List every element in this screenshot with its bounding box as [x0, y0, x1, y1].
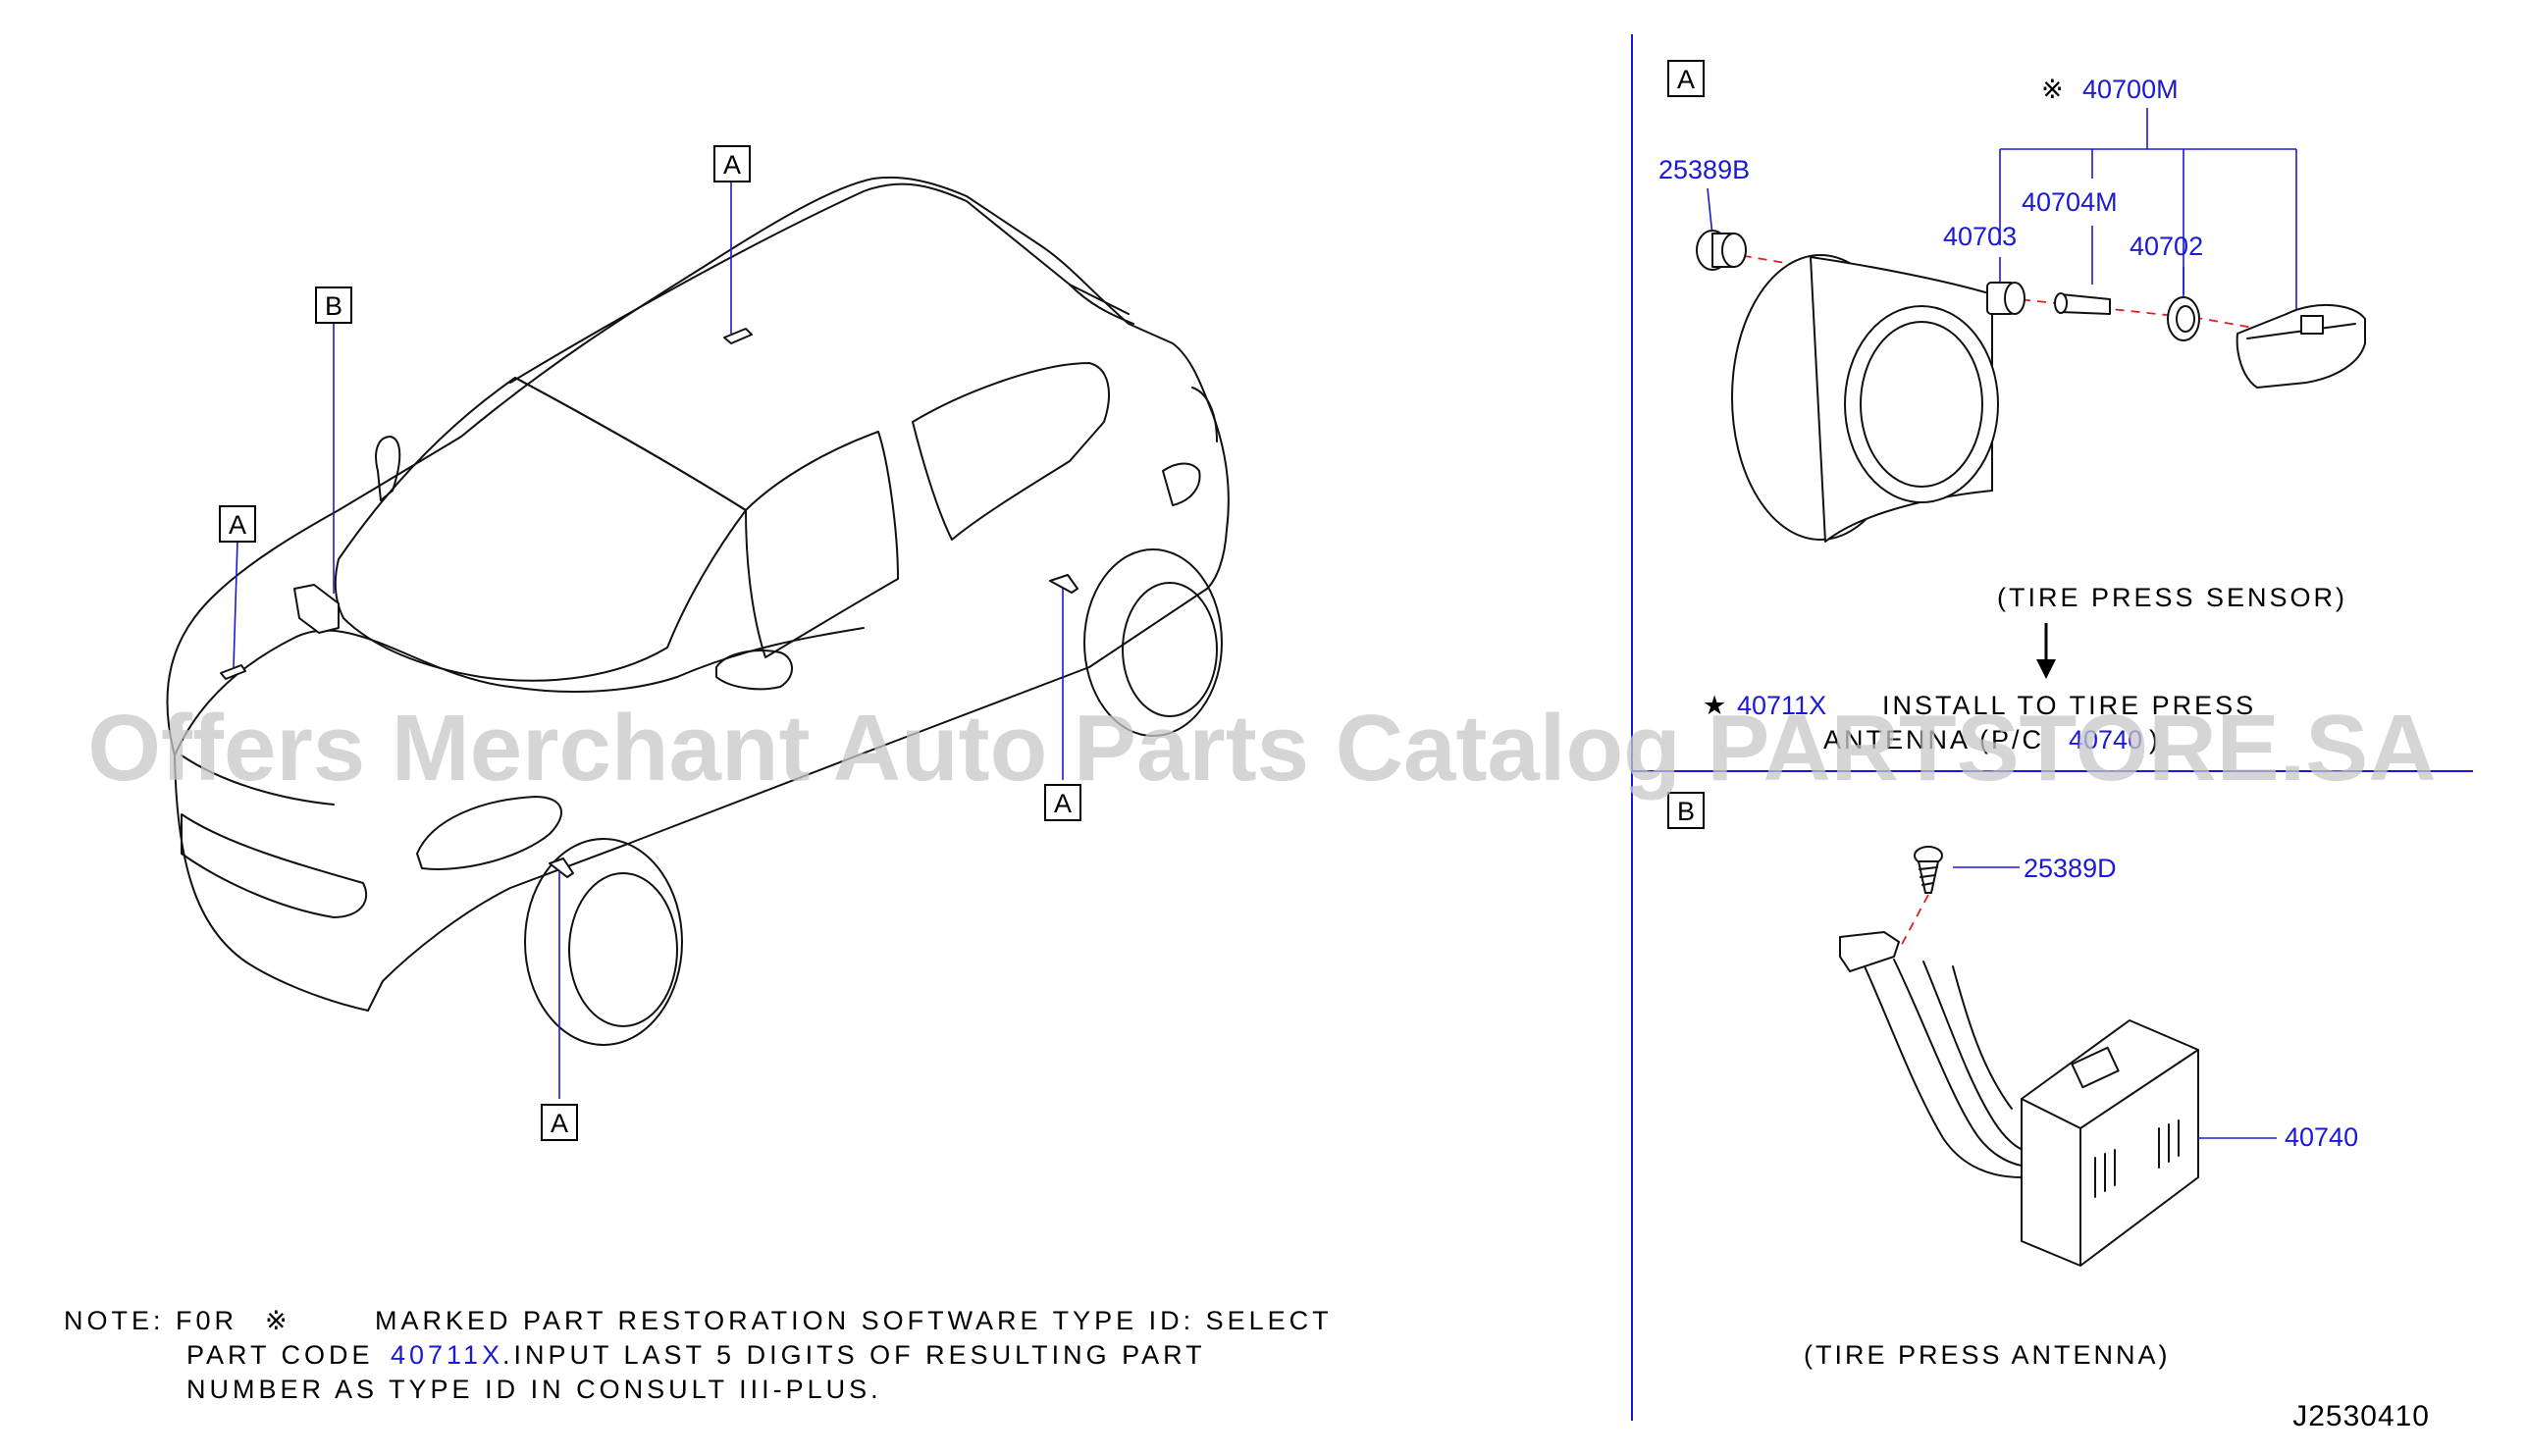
section-b-label: B [1667, 792, 1705, 829]
part-25389b: 25389B [1658, 155, 1750, 184]
car-illustration [166, 176, 1230, 1046]
note-line2-prefix: PART CODE [186, 1340, 374, 1370]
watermark: Offers Merchant Auto Parts Catalog PARTS… [87, 696, 2436, 801]
valve-cap-icon [1696, 230, 1747, 271]
svg-text:B: B [325, 291, 342, 321]
svg-text:A: A [1677, 65, 1695, 94]
sensor-assembly-mark: ※ [2041, 75, 2065, 104]
part-25389d: 25389D [2024, 854, 2117, 883]
install-star-icon: ★ [1703, 691, 1727, 720]
nut-icon [1986, 282, 2025, 315]
callout-box-a-bottom: A [541, 1104, 578, 1141]
wheel-rim [1731, 254, 1999, 543]
callout-box-a-right: A [1044, 784, 1081, 821]
part-40704m: 40704M [2022, 187, 2118, 217]
antenna-module-icon [2021, 1019, 2199, 1267]
screw-axis [1898, 894, 1929, 951]
part-40740: 40740 [2285, 1122, 2358, 1152]
note-part-40711x: 40711X [391, 1340, 503, 1370]
part-40702: 40702 [2130, 232, 2203, 261]
callout-box-a-top: A [713, 145, 751, 182]
note-line1-suffix: MARKED PART RESTORATION SOFTWARE TYPE ID… [375, 1306, 1333, 1335]
callout-box-b: B [315, 286, 352, 324]
antenna-bracket [1839, 931, 2025, 1178]
leader-a-left [233, 540, 238, 668]
svg-text:B: B [1677, 797, 1695, 826]
note-line3: NUMBER AS TYPE ID IN CONSULT III-PLUS. [186, 1375, 882, 1404]
install-text-line2-suffix: ) [2149, 725, 2161, 754]
part-40703: 40703 [1943, 222, 2017, 251]
part-40700m: 40700M [2082, 75, 2179, 104]
svg-text:A: A [551, 1109, 568, 1138]
grommet-icon [2167, 296, 2200, 341]
part-40711x: 40711X [1737, 691, 1826, 720]
screw-icon [1914, 846, 1943, 894]
bracket-40700m [1999, 108, 2297, 334]
install-text-line2-prefix: ANTENNA (P/C [1823, 725, 2044, 754]
leader-25389b [1707, 187, 1713, 236]
caption-tire-press-sensor: (TIRE PRESS SENSOR) [1997, 583, 2347, 612]
svg-text:A: A [1054, 789, 1072, 818]
note-line2-suffix: .INPUT LAST 5 DIGITS OF RESULTING PART [502, 1340, 1206, 1370]
svg-text:A: A [229, 510, 246, 540]
caption-tire-press-antenna: (TIRE PRESS ANTENNA) [1804, 1340, 2171, 1370]
callout-box-a-left: A [219, 505, 256, 543]
section-a-label: A [1667, 60, 1705, 97]
tire-sensor-icon [2236, 303, 2366, 389]
note-mark-icon: ※ [265, 1306, 291, 1335]
svg-text:A: A [723, 150, 741, 180]
diagram-id: J2530410 [2292, 1400, 2430, 1432]
install-text-line1: INSTALL TO TIRE PRESS [1882, 691, 2256, 720]
valve-core-icon [2054, 292, 2111, 315]
note-line1-prefix: NOTE: F0R [64, 1306, 237, 1335]
part-40740-ref: 40740 [2069, 725, 2142, 754]
install-arrow-icon [2036, 623, 2056, 679]
